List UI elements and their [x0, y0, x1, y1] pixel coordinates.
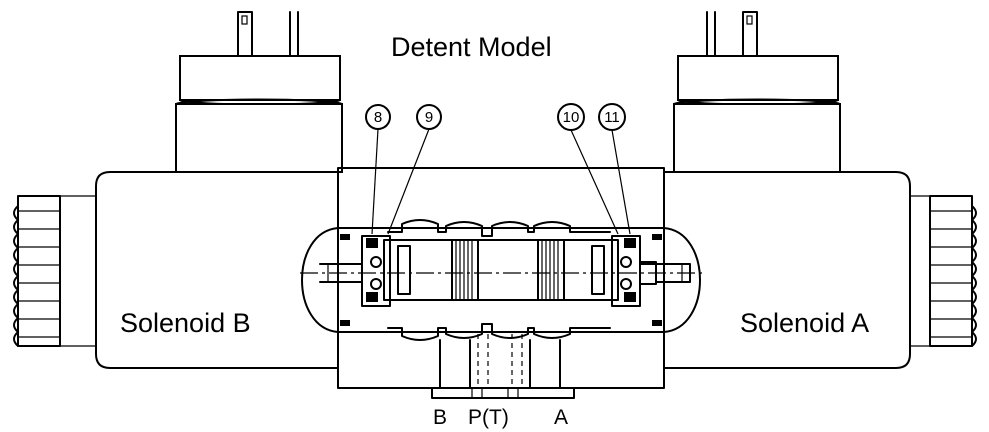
- port-b-label: B: [433, 406, 447, 429]
- solenoid-b-knob: [13, 195, 61, 347]
- callout-11: 11: [598, 103, 631, 235]
- valve-body: [301, 167, 701, 389]
- left-connector-terminals: [237, 11, 299, 57]
- port-a-label: A: [554, 406, 568, 429]
- spool: [383, 239, 619, 301]
- svg-text:10: 10: [563, 109, 580, 126]
- left-coil-housing: [175, 55, 343, 173]
- solenoid-a-label: Solenoid A: [740, 308, 869, 338]
- port-p-t-label: P(T): [468, 406, 509, 429]
- callout-10: 10: [557, 103, 619, 235]
- callout-8: 8: [365, 104, 391, 235]
- svg-text:9: 9: [425, 109, 433, 126]
- right-detent-assembly: [611, 234, 662, 326]
- solenoid-b-label: Solenoid B: [120, 308, 251, 338]
- left-detent-assembly: [340, 234, 391, 326]
- spool-bore: [387, 219, 611, 341]
- callout-9: 9: [387, 104, 442, 235]
- solenoid-a-body: [663, 171, 930, 369]
- diagram-title: Detent Model: [391, 32, 552, 62]
- solenoid-b-body: [60, 171, 339, 369]
- svg-text:11: 11: [604, 109, 620, 126]
- right-connector-terminals: [706, 11, 758, 57]
- port-channels: [431, 334, 575, 399]
- right-coil-housing: [673, 55, 841, 173]
- solenoid-a-knob: [929, 195, 977, 347]
- svg-text:8: 8: [374, 109, 382, 126]
